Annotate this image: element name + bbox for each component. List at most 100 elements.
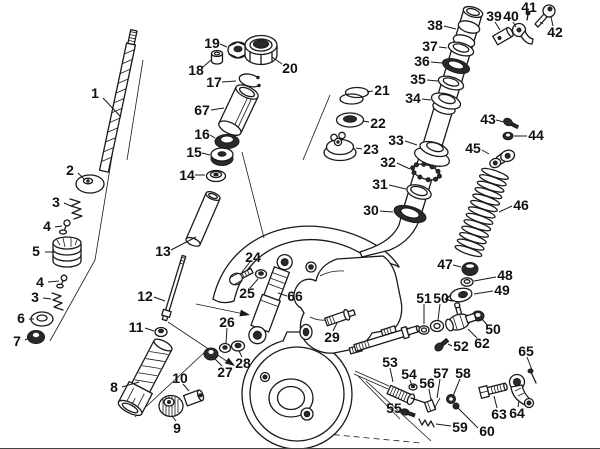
leader-line-42 — [550, 16, 554, 27]
part-label-23: 23 — [363, 141, 379, 157]
leader-line-29 — [332, 322, 338, 332]
leader-line-2 — [77, 172, 86, 181]
leader-line-32 — [396, 162, 411, 170]
leader-line-62 — [467, 328, 478, 339]
leader-line-49 — [473, 290, 494, 295]
leader-line-39 — [494, 21, 501, 31]
leader-line-37 — [438, 46, 448, 49]
leader-line-8 — [121, 381, 140, 388]
leader-line-10 — [182, 383, 190, 392]
top-nut-parts — [210, 34, 278, 136]
part-label-45: 45 — [465, 140, 481, 156]
part-label-38: 38 — [427, 17, 443, 33]
leader-line-21 — [366, 90, 374, 93]
leader-line-28 — [238, 350, 243, 358]
link-hardware-parts — [203, 267, 421, 361]
brake-linkage-parts — [353, 370, 460, 428]
part-label-49: 49 — [494, 282, 510, 298]
leader-line-38 — [443, 25, 457, 30]
part-label-33: 33 — [388, 132, 404, 148]
leader-line-53 — [389, 367, 394, 383]
part-label-63: 63 — [491, 406, 507, 422]
part-label-48: 48 — [497, 267, 513, 283]
spring-seat-parts — [323, 86, 370, 162]
damper-rod-parts — [154, 134, 240, 338]
part-label-24: 24 — [245, 249, 261, 265]
part-label-18: 18 — [188, 62, 204, 78]
part-label-58: 58 — [455, 365, 471, 381]
leader-line-63 — [493, 395, 498, 409]
part-label-4: 4 — [36, 274, 44, 290]
leader-line-40 — [512, 21, 517, 28]
part-label-3: 3 — [52, 194, 60, 210]
part-label-4: 4 — [43, 218, 51, 234]
brake-cam-parts — [418, 262, 485, 352]
part-label-21: 21 — [374, 82, 390, 98]
leader-line-9 — [171, 415, 177, 422]
part-label-51: 51 — [416, 290, 432, 306]
leader-line-45 — [481, 149, 490, 155]
damper-valve-parts — [27, 174, 105, 344]
leader-line-54 — [409, 379, 413, 387]
part-label-41: 41 — [521, 0, 537, 15]
part-label-29: 29 — [324, 329, 340, 345]
part-label-60: 60 — [479, 423, 495, 439]
leader-line-27 — [213, 357, 223, 367]
part-label-65: 65 — [518, 343, 534, 359]
part-label-66: 66 — [287, 288, 303, 304]
leader-line-66 — [277, 292, 288, 297]
part-label-54: 54 — [401, 366, 417, 382]
leader-line-7 — [24, 337, 30, 341]
leader-line-34 — [421, 98, 432, 101]
part-label-55: 55 — [386, 400, 402, 416]
part-label-6: 6 — [17, 310, 25, 326]
leader-line-26 — [225, 327, 228, 344]
leader-line-25 — [249, 278, 259, 289]
part-label-7: 7 — [13, 333, 21, 349]
part-label-36: 36 — [414, 53, 430, 69]
leader-line-41 — [527, 11, 530, 16]
part-label-26: 26 — [219, 314, 235, 330]
leader-line-17 — [221, 80, 237, 83]
part-label-10: 10 — [172, 370, 188, 386]
leader-line-48 — [473, 276, 497, 282]
part-label-50: 50 — [485, 321, 501, 337]
part-label-47: 47 — [437, 256, 453, 272]
leader-line-64 — [517, 400, 520, 408]
leader-line-3 — [42, 297, 52, 300]
part-label-5: 5 — [32, 243, 40, 259]
leader-line-11 — [144, 327, 155, 332]
part-label-9: 9 — [173, 420, 181, 436]
part-label-28: 28 — [235, 355, 251, 371]
leader-line-16 — [209, 134, 216, 139]
leader-line-4 — [54, 225, 63, 228]
part-label-11: 11 — [129, 319, 144, 335]
part-label-2: 2 — [66, 162, 74, 178]
part-label-34: 34 — [405, 90, 421, 106]
leader-line-19 — [219, 43, 228, 48]
leader-line-1 — [102, 97, 122, 118]
shock-absorber — [248, 253, 293, 345]
part-label-44: 44 — [528, 127, 544, 143]
part-label-35: 35 — [410, 71, 426, 87]
fork-stem — [98, 28, 138, 173]
part-label-15: 15 — [186, 144, 202, 160]
brake-hub-plate — [241, 331, 353, 448]
leader-line-13 — [170, 236, 197, 251]
part-label-31: 31 — [372, 176, 388, 192]
leader-line-12 — [153, 296, 166, 302]
part-label-30: 30 — [363, 202, 379, 218]
part-label-16: 16 — [194, 126, 210, 142]
leader-line-22 — [362, 120, 370, 123]
leader-line-18 — [202, 59, 212, 68]
axis-lines — [49, 59, 432, 444]
leader-line-15 — [201, 152, 211, 156]
leader-line-59 — [435, 423, 452, 427]
leader-line-55 — [401, 408, 407, 413]
leader-line-58 — [452, 378, 461, 397]
leader-line-50 — [437, 303, 441, 321]
lower-sleeve-parts — [117, 338, 205, 418]
leader-line-3 — [63, 202, 72, 207]
part-label-67: 67 — [194, 102, 210, 118]
